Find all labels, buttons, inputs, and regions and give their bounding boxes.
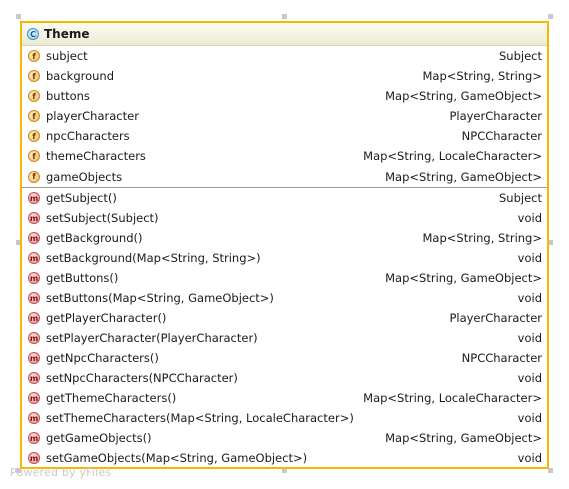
field-row-name: buttons: [46, 89, 90, 103]
method-row-name: getButtons(): [46, 271, 119, 285]
method-row[interactable]: m getBackground() Map<String, String>: [22, 228, 547, 248]
field-row-name: npcCharacters: [46, 129, 130, 143]
resize-handle[interactable]: [16, 240, 21, 245]
method-row[interactable]: m getNpcCharacters() NPCCharacter: [22, 348, 547, 368]
field-row-icon: f: [28, 70, 40, 82]
field-row[interactable]: f background Map<String, String>: [22, 66, 547, 86]
field-row[interactable]: f npcCharacters NPCCharacter: [22, 126, 547, 146]
resize-handle[interactable]: [548, 468, 553, 473]
method-row-icon: m: [28, 292, 40, 304]
field-row-type: PlayerCharacter: [449, 109, 542, 123]
field-row-icon: f: [28, 50, 40, 62]
method-row-name: getThemeCharacters(): [46, 391, 177, 405]
class-name: Theme: [44, 27, 90, 41]
field-row-name: background: [46, 69, 115, 83]
method-row-type: PlayerCharacter: [449, 311, 542, 325]
field-row[interactable]: f playerCharacter PlayerCharacter: [22, 106, 547, 126]
method-row-icon: m: [28, 452, 40, 464]
method-row-name: setGameObjects(Map<String, GameObject>): [46, 451, 308, 465]
method-row-icon: m: [28, 352, 40, 364]
method-row-name: getBackground(): [46, 231, 143, 245]
method-row-icon: m: [28, 192, 40, 204]
method-row-name: setBackground(Map<String, String>): [46, 251, 261, 265]
method-row-type: Subject: [499, 191, 542, 205]
method-row-icon: m: [28, 432, 40, 444]
field-row-type: Map<String, GameObject>: [385, 169, 542, 184]
fields-compartment: f subject Subject f background Map<String, St…: [22, 46, 547, 188]
resize-handle[interactable]: [282, 14, 287, 19]
method-row-name: getSubject(): [46, 191, 117, 205]
field-row-type: Map<String, String>: [422, 69, 543, 83]
method-row-type: void: [517, 411, 542, 425]
method-row[interactable]: m setThemeCharacters(Map<String, LocaleCh…: [22, 408, 547, 428]
field-row-name: themeCharacters: [46, 149, 146, 163]
field-row-type: Map<String, GameObject>: [385, 89, 542, 103]
method-row-type: void: [517, 331, 542, 345]
method-row[interactable]: m setGameObjects(Map<String, GameObject>)…: [22, 448, 547, 468]
resize-handle[interactable]: [548, 240, 553, 245]
field-row-type: Subject: [499, 49, 542, 63]
method-row[interactable]: m setBackground(Map<String, String>) void: [22, 248, 547, 268]
method-row-name: setSubject(Subject): [46, 211, 159, 225]
method-row-type: void: [517, 371, 542, 385]
field-row-type: NPCCharacter: [461, 129, 542, 143]
field-row[interactable]: f gameObjects Map<String, GameObject>: [22, 166, 547, 187]
method-row-type: void: [517, 251, 542, 265]
method-row-icon: m: [28, 212, 40, 224]
method-row-name: getGameObjects(): [46, 431, 152, 445]
method-row-type: void: [517, 451, 542, 465]
method-row-name: getPlayerCharacter(): [46, 311, 167, 325]
method-row-icon: m: [28, 392, 40, 404]
field-row[interactable]: f subject Subject: [22, 46, 547, 66]
field-row-icon: f: [28, 150, 40, 162]
field-row-name: gameObjects: [46, 169, 123, 184]
resize-handle[interactable]: [16, 468, 21, 473]
method-row[interactable]: m getButtons() Map<String, GameObject>: [22, 268, 547, 288]
field-row-name: playerCharacter: [46, 109, 139, 123]
method-row-type: void: [517, 291, 542, 305]
field-row-icon: f: [28, 130, 40, 142]
method-row-type: Map<String, String>: [422, 231, 543, 245]
method-row-name: setPlayerCharacter(PlayerCharacter): [46, 331, 258, 345]
method-row-icon: m: [28, 252, 40, 264]
methods-compartment: m getSubject() Subject m setSubject(Subject)…: [22, 188, 547, 468]
watermark: Powered by yFiles: [10, 466, 112, 479]
method-row-type: void: [517, 211, 542, 225]
method-row-name: setButtons(Map<String, GameObject>): [46, 291, 274, 305]
field-row-icon: f: [28, 110, 40, 122]
resize-handle[interactable]: [16, 14, 21, 19]
method-row-icon: m: [28, 332, 40, 344]
method-row[interactable]: m setSubject(Subject) void: [22, 208, 547, 228]
method-row-type: Map<String, GameObject>: [385, 431, 542, 445]
field-row-icon: f: [28, 170, 40, 183]
method-row-type: Map<String, GameObject>: [385, 271, 542, 285]
method-row[interactable]: m getSubject() Subject: [22, 188, 547, 208]
field-row[interactable]: f buttons Map<String, GameObject>: [22, 86, 547, 106]
method-row-name: getNpcCharacters(): [46, 351, 159, 365]
class-header: C Theme: [22, 23, 547, 46]
method-row[interactable]: m getGameObjects() Map<String, GameObject>: [22, 428, 547, 448]
method-row-icon: m: [28, 372, 40, 384]
method-row[interactable]: m setNpcCharacters(NPCCharacter) void: [22, 368, 547, 388]
method-row-icon: m: [28, 312, 40, 324]
method-row-name: setNpcCharacters(NPCCharacter): [46, 371, 238, 385]
method-row-type: NPCCharacter: [461, 351, 542, 365]
method-row-icon: m: [28, 272, 40, 284]
field-row-name: subject: [46, 49, 88, 63]
class-icon: C: [27, 28, 39, 40]
method-row[interactable]: m getPlayerCharacter() PlayerCharacter: [22, 308, 547, 328]
method-row[interactable]: m setPlayerCharacter(PlayerCharacter) void: [22, 328, 547, 348]
method-row-type: Map<String, LocaleCharacter>: [363, 391, 542, 405]
field-row[interactable]: f themeCharacters Map<String, LocaleCharac…: [22, 146, 547, 166]
field-row-icon: f: [28, 90, 40, 102]
method-row[interactable]: m getThemeCharacters() Map<String, LocaleC…: [22, 388, 547, 408]
resize-handle[interactable]: [548, 14, 553, 19]
method-row-icon: m: [28, 412, 40, 424]
field-row-type: Map<String, LocaleCharacter>: [363, 149, 542, 163]
method-row-icon: m: [28, 232, 40, 244]
resize-handle[interactable]: [282, 468, 287, 473]
method-row[interactable]: m setButtons(Map<String, GameObject>) void: [22, 288, 547, 308]
method-row-name: setThemeCharacters(Map<String, LocaleCha…: [46, 411, 354, 425]
